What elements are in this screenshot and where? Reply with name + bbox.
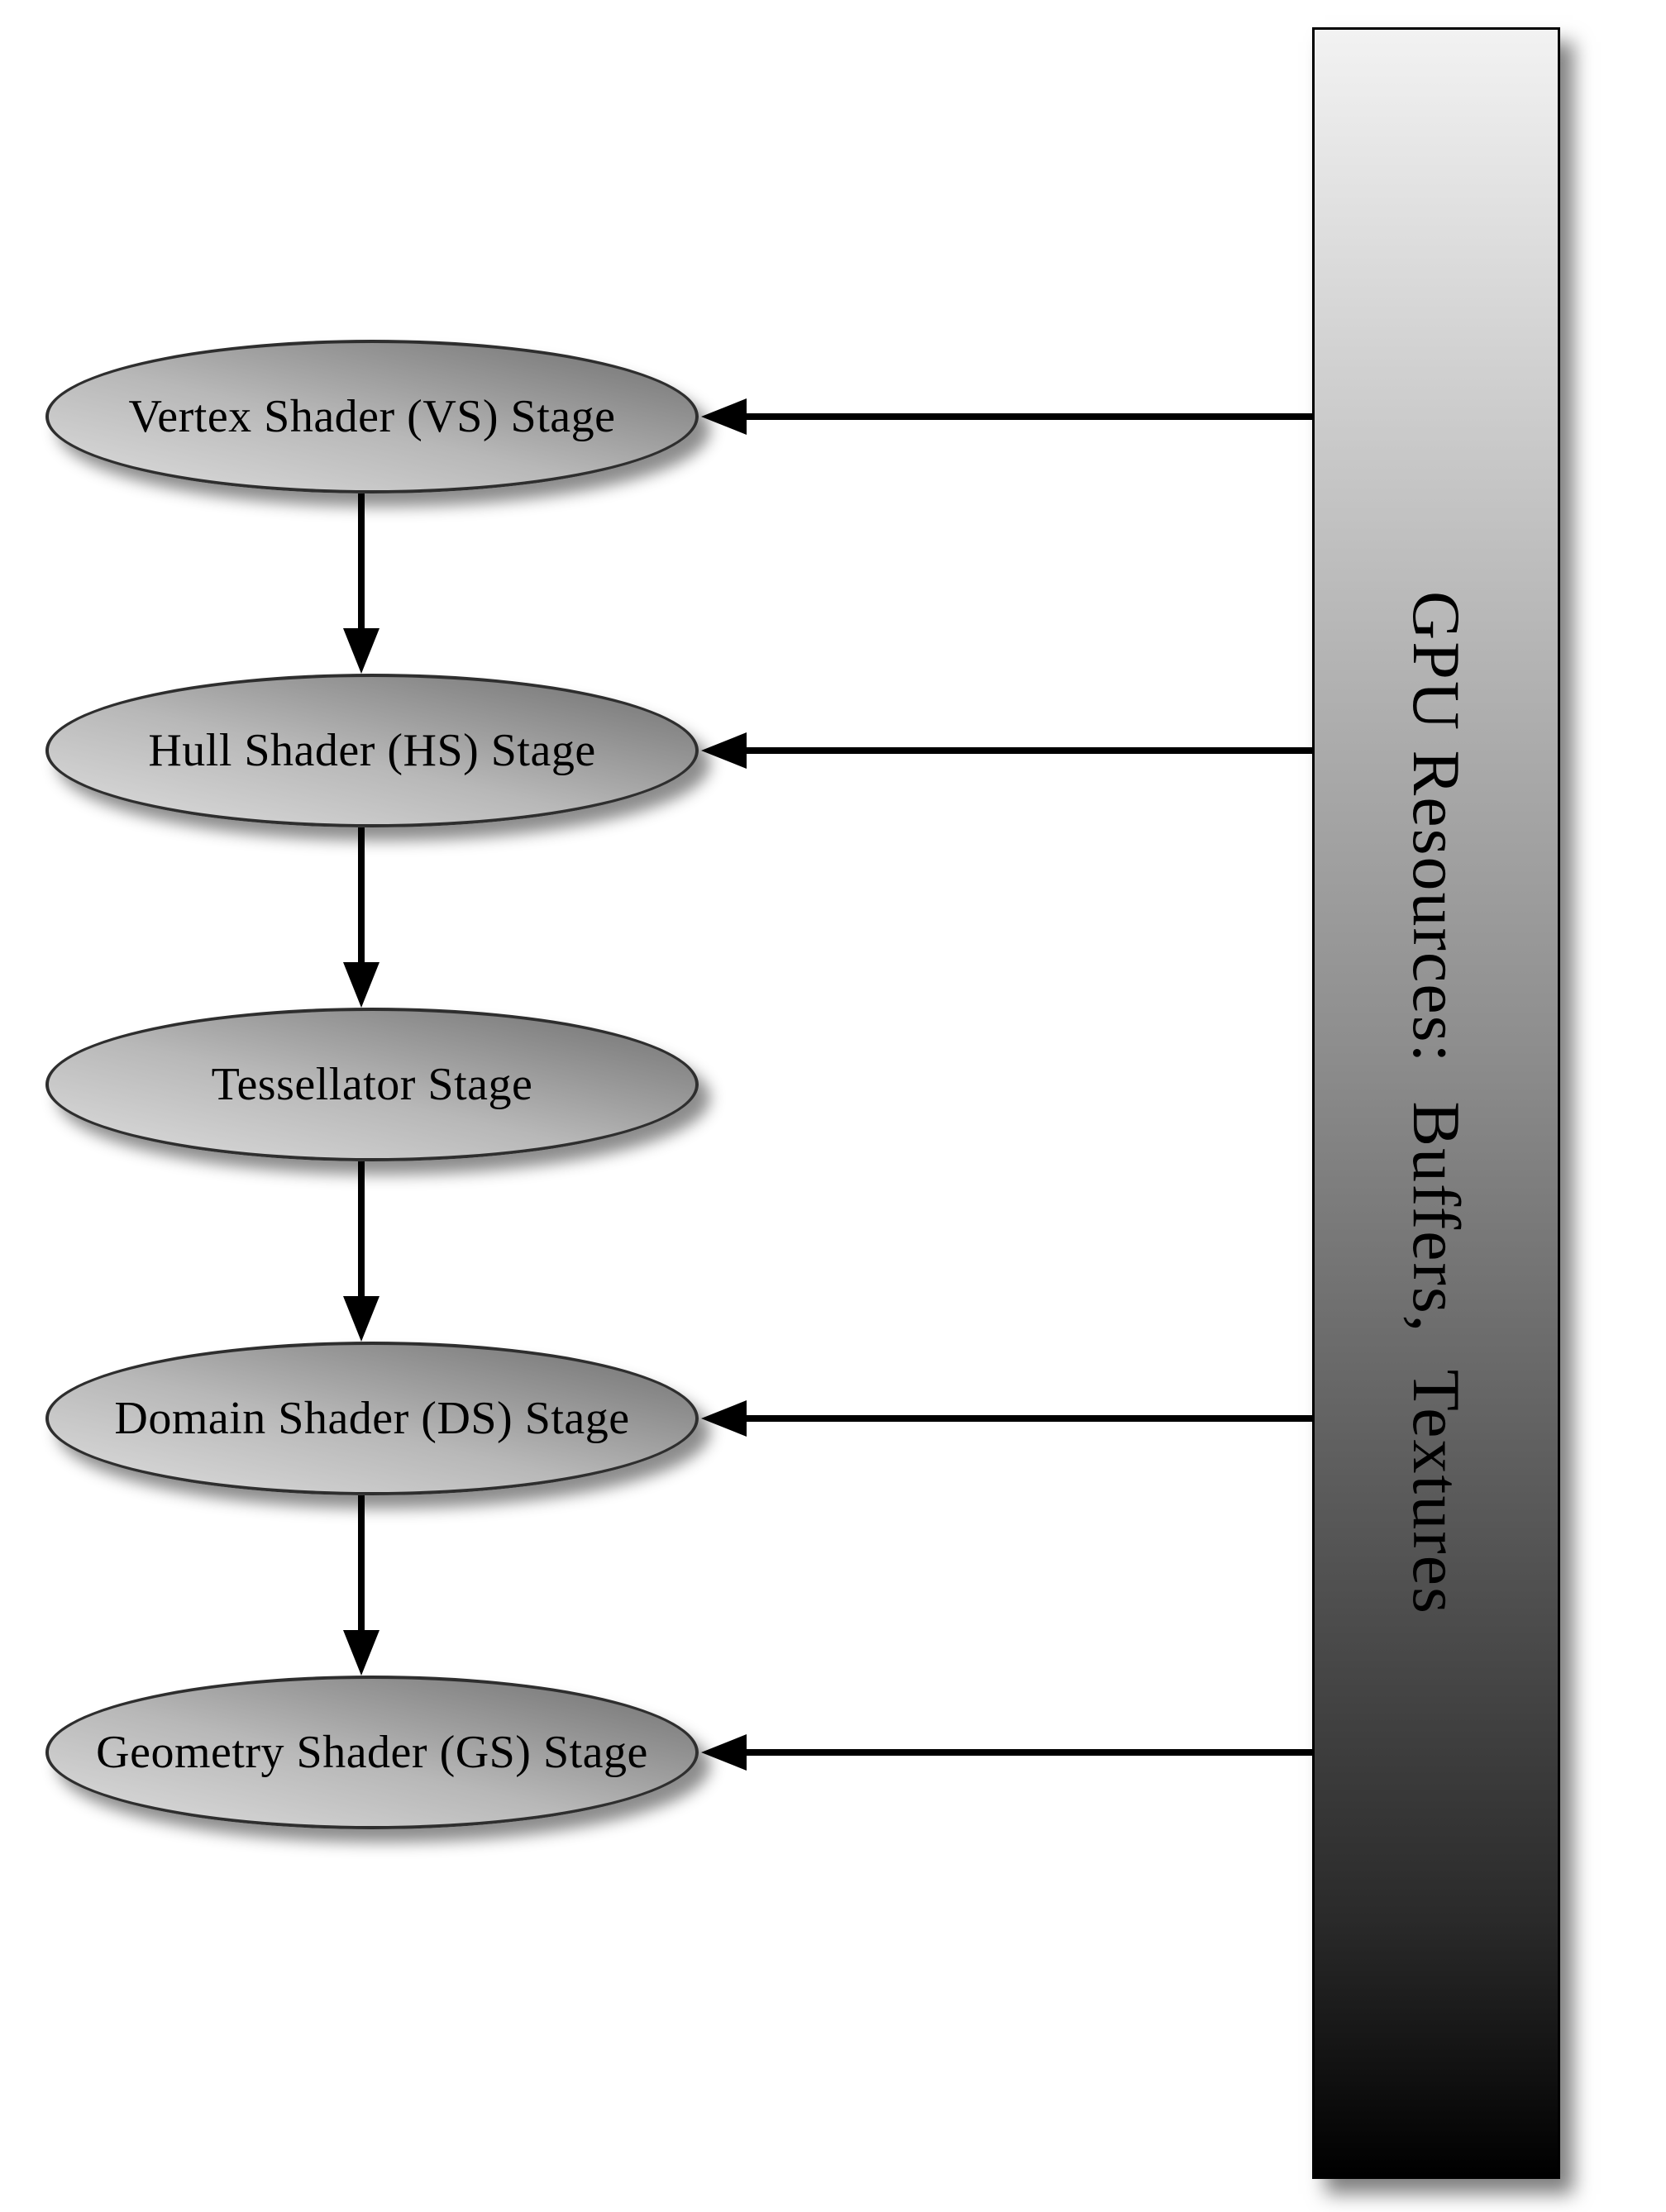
stage-label: Geometry Shader (GS) Stage	[96, 1727, 648, 1778]
resource-arrow-domain-shader	[701, 1400, 1315, 1437]
gpu-resources-bar: GPU Resources: Buffers, Textures	[1312, 27, 1560, 2179]
flow-arrow-hull-to-tessellator	[343, 827, 380, 1008]
resource-arrow-vertex-shader	[701, 398, 1315, 435]
stage-node-vertex-shader: Vertex Shader (VS) Stage	[45, 340, 699, 493]
stage-node-domain-shader: Domain Shader (DS) Stage	[45, 1342, 699, 1495]
stage-label: Domain Shader (DS) Stage	[114, 1393, 630, 1444]
stage-node-geometry-shader: Geometry Shader (GS) Stage	[45, 1676, 699, 1829]
stage-node-tessellator: Tessellator Stage	[45, 1008, 699, 1161]
flow-arrow-tessellator-to-domain	[343, 1161, 380, 1342]
flow-arrow-domain-to-geometry	[343, 1495, 380, 1676]
gpu-resources-label: GPU Resources: Buffers, Textures	[1399, 591, 1474, 1615]
stage-label: Tessellator Stage	[211, 1059, 533, 1110]
stage-label: Hull Shader (HS) Stage	[148, 725, 596, 776]
resource-arrow-hull-shader	[701, 732, 1315, 769]
stage-node-hull-shader: Hull Shader (HS) Stage	[45, 674, 699, 827]
resource-arrow-geometry-shader	[701, 1734, 1315, 1771]
flow-arrow-vertex-to-hull	[343, 493, 380, 674]
stage-label: Vertex Shader (VS) Stage	[128, 391, 616, 442]
